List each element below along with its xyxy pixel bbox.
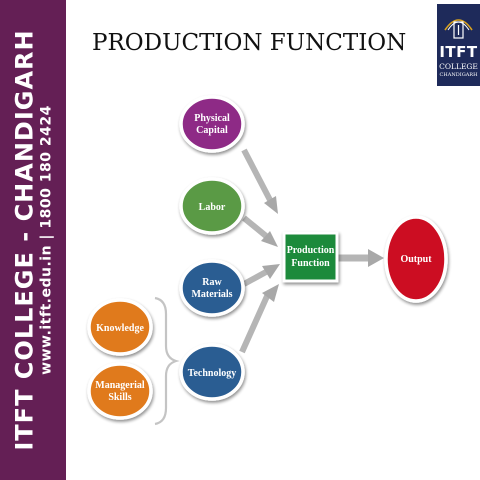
logo-subtitle: COLLEGE (439, 62, 478, 71)
input-label-line2: Materials (191, 289, 232, 300)
arrow-head-tech (262, 284, 279, 302)
function-box-shape (282, 231, 339, 283)
arrow-labor-to-function (242, 215, 268, 239)
logo-name: ITFT (439, 43, 478, 61)
page-title: PRODUCTION FUNCTION (92, 30, 407, 56)
input-label-line1: Physical (194, 113, 230, 124)
arrow-raw-to-function (242, 269, 268, 287)
arrow-tech-to-function (239, 292, 271, 354)
input-node-labor: Labor (179, 177, 245, 235)
arrow-head-capital (264, 196, 278, 214)
input-label-line2: Capital (196, 125, 228, 136)
input-label: Technology (188, 368, 237, 379)
college-logo: ITFT COLLEGE CHANDIGARH (437, 4, 480, 86)
input-node-shape (179, 259, 245, 317)
input-arrows (239, 148, 384, 354)
sub-input-label-line2: Skills (108, 392, 131, 403)
arrow-head-output (368, 249, 384, 267)
grouping-brace (154, 296, 180, 426)
input-node-technology: Technology (179, 343, 245, 401)
input-node-shape (179, 177, 245, 235)
arrow-capital-to-function (241, 148, 273, 202)
production-function-box: Production Function (282, 231, 339, 283)
sub-input-node-managerial-skills: Managerial Skills (87, 362, 153, 420)
output-node: Output (384, 215, 448, 303)
function-label-line1: Production (287, 245, 335, 256)
sidebar-banner: ITFT COLLEGE - CHANDIGARH www.itft.edu.i… (0, 0, 66, 480)
arrow-head-raw (262, 264, 280, 279)
sub-input-node-shape (87, 298, 153, 356)
logo-city: CHANDIGARH (439, 72, 478, 78)
input-label-line1: Raw (202, 277, 222, 288)
sub-input-node-shape (87, 362, 153, 420)
input-label: Labor (199, 202, 226, 213)
sub-input-label: Knowledge (96, 323, 144, 334)
input-node-shape (179, 95, 245, 153)
input-node-shape (179, 343, 245, 401)
output-label: Output (400, 254, 432, 265)
input-node-physical-capital: Physical Capital (179, 95, 245, 153)
sub-input-node-knowledge: Knowledge (87, 298, 153, 356)
sub-input-label-line1: Managerial (95, 380, 145, 391)
output-node-shape (384, 215, 448, 303)
logo-emblem-icon (444, 19, 473, 39)
function-label-line2: Function (291, 258, 330, 269)
input-node-raw-materials: Raw Materials (179, 259, 245, 317)
arrow-head-labor (261, 231, 278, 247)
